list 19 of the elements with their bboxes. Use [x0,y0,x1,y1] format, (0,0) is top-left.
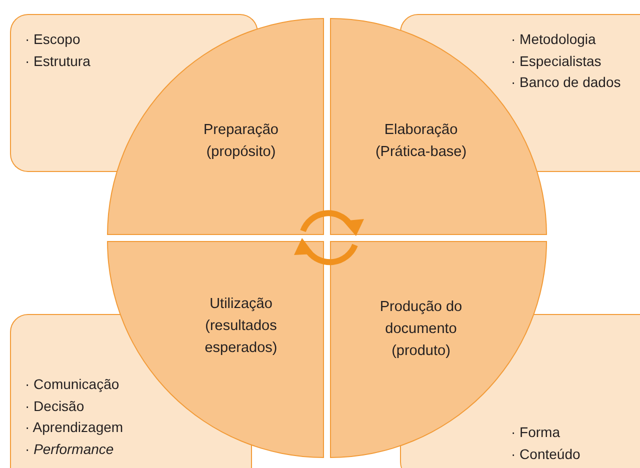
list-item: · Conteúdo [511,444,580,464]
list-item: · Aprendizagem [25,418,124,437]
list-item: · Especialistas [511,52,602,71]
quadrant-label: Utilização [210,295,272,314]
list-item: · Comunicação [25,375,120,394]
list-item: · Estrutura [25,52,90,70]
quadrant-label: Produção do documento [378,298,464,339]
list-item: · Decisão [25,396,86,416]
list-item: · Performance [25,440,115,458]
list-item: · Banco de dados [511,73,621,92]
list-item: · Metodologia [511,30,597,49]
quadrant-label: (produto) [392,342,450,361]
list-item: · Escopo [25,30,82,49]
quadrant-label: (Prática-base) [375,143,467,162]
quadrant-label: (propósito) [206,143,276,162]
quadrant-label: Preparação [204,121,278,140]
quadrant-label: Elaboração [384,121,458,140]
list-item: · Forma [511,423,561,442]
quadrant-label: (resultados esperados) [204,317,278,358]
